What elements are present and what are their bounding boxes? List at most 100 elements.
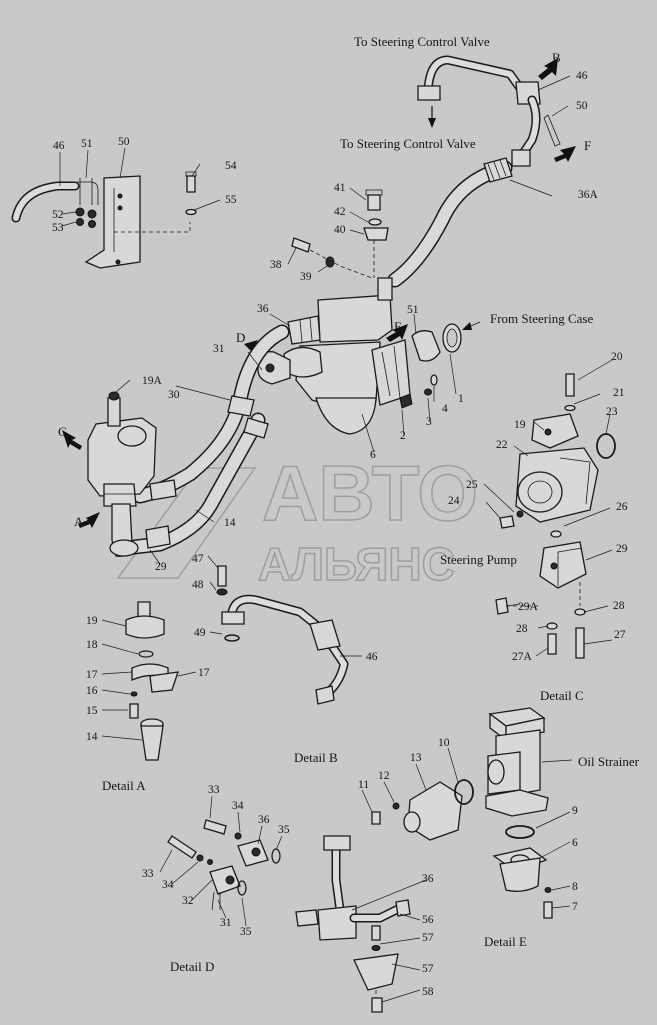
part-label: 23: [606, 406, 618, 418]
part-label: 35: [240, 926, 252, 938]
part-label: 36: [258, 814, 270, 826]
part-label: 14: [224, 517, 236, 529]
part-label: 41: [334, 182, 346, 194]
part-label: 19: [86, 615, 98, 627]
caption-detail-e: Detail E: [484, 934, 527, 949]
part-label: 12: [378, 770, 390, 782]
part-label: 6: [370, 449, 376, 461]
part-label: 39: [300, 271, 312, 283]
part-label: 46: [366, 651, 378, 663]
detail-d: [167, 819, 281, 911]
part-label: 30: [168, 389, 180, 401]
part-numbers: 46 51 50 52 53 54 55 46 50 36A 41 42 40 …: [52, 70, 628, 998]
part-label: 1: [458, 393, 464, 405]
arrow-c-icon: [62, 430, 82, 450]
part-label: 36A: [578, 189, 599, 201]
leader-lines: [59, 75, 613, 1003]
hose-36a: [387, 157, 513, 288]
arrow-e-icon: [386, 324, 408, 342]
part-label: 34: [162, 879, 174, 891]
part-label: 31: [213, 343, 225, 355]
watermark-logo: [116, 467, 257, 579]
detail-b: [295, 779, 474, 1013]
part-label: 15: [86, 705, 98, 717]
caption-from-steering-case: From Steering Case: [490, 311, 593, 326]
part-label: 36: [257, 303, 269, 315]
part-label: 14: [86, 731, 98, 743]
part-label: 18: [86, 639, 98, 651]
part-label: 7: [572, 901, 578, 913]
part-label: 50: [118, 136, 130, 148]
part-label: 46: [576, 70, 588, 82]
part-label: 32: [182, 895, 194, 907]
part-label: 35: [278, 824, 290, 836]
part-label: 25: [466, 479, 478, 491]
marker-b: B: [552, 50, 561, 65]
part-label: 16: [86, 685, 98, 697]
caption-detail-a: Detail A: [102, 778, 146, 793]
marker-a: A: [74, 514, 84, 529]
part-label: 3: [426, 416, 432, 428]
part-label: 50: [576, 100, 588, 112]
part-label: 36: [422, 873, 434, 885]
part-label: 29: [616, 543, 628, 555]
part-label: 24: [448, 495, 460, 507]
part-label: 19: [514, 419, 526, 431]
arrow-a-icon: [78, 512, 100, 528]
part-label: 51: [407, 304, 419, 316]
part-label: 29A: [518, 601, 539, 613]
part-label: 38: [270, 259, 282, 271]
hoses-left: [118, 324, 290, 556]
part-label: 57: [422, 963, 434, 975]
part-label: 17: [86, 669, 98, 681]
caption-to-steering-control-valve-top: To Steering Control Valve: [354, 34, 490, 49]
detail-a: [125, 601, 179, 761]
part-label: 28: [613, 600, 625, 612]
part-label: 8: [572, 881, 578, 893]
caption-to-steering-control-valve-mid: To Steering Control Valve: [340, 136, 476, 151]
marker-d: D: [236, 330, 245, 345]
watermark-line2: АЛЬЯНС: [258, 538, 455, 590]
oil-strainer-assembly: [485, 707, 553, 919]
part-label: 6: [572, 837, 578, 849]
caption-oil-strainer: Oil Strainer: [578, 754, 640, 769]
part-label: 51: [81, 138, 93, 150]
part-label: 9: [572, 805, 578, 817]
upper-pipe-assembly: [417, 55, 576, 167]
part-label: 42: [334, 206, 346, 218]
part-label: 53: [52, 222, 64, 234]
marker-f: F: [584, 138, 591, 153]
lower-pipe-assembly: [216, 565, 349, 705]
bracket-assembly-top-left: [11, 171, 197, 269]
part-label: 31: [220, 917, 232, 929]
part-label: 2: [400, 430, 406, 442]
part-label: 47: [192, 553, 204, 565]
central-valve-assembly: [244, 277, 481, 435]
caption-steering-pump: Steering Pump: [440, 552, 517, 567]
part-label: 46: [53, 140, 65, 152]
steering-pump-assembly: [495, 373, 616, 659]
part-label: 22: [496, 439, 508, 451]
part-label: 29: [155, 561, 167, 573]
part-label: 27A: [512, 651, 533, 663]
caption-detail-b: Detail B: [294, 750, 338, 765]
part-label: 4: [442, 403, 448, 415]
marker-e: E: [394, 319, 402, 334]
part-label: 27: [614, 629, 626, 641]
part-label: 13: [410, 752, 422, 764]
part-label: 11: [358, 779, 369, 791]
caption-detail-d: Detail D: [170, 959, 214, 974]
arrow-b-icon: [538, 58, 558, 80]
part-label: 58: [422, 986, 434, 998]
part-label: 10: [438, 737, 450, 749]
part-label: 49: [194, 627, 206, 639]
part-label: 19A: [142, 375, 163, 387]
part-label: 34: [232, 800, 244, 812]
part-label: 28: [516, 623, 528, 635]
part-label: 52: [52, 209, 64, 221]
part-label: 33: [142, 868, 154, 880]
watermark-line1: АВТО: [262, 449, 478, 537]
part-label: 21: [613, 387, 625, 399]
captions: To Steering Control Valve To Steering Co…: [102, 34, 640, 974]
